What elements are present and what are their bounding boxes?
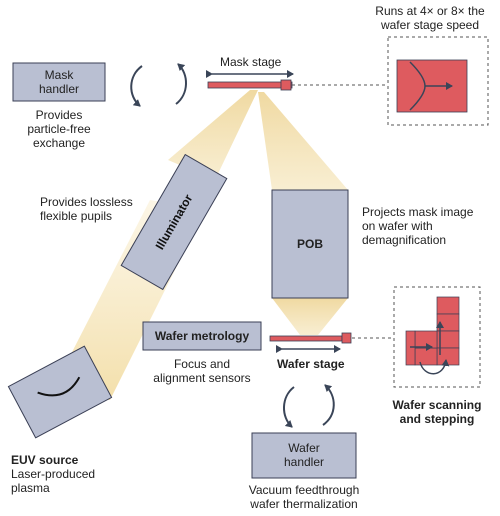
beam-mask-to-pob	[258, 92, 348, 190]
wafer-handler-box	[251, 432, 357, 479]
wafer-stage-bar	[269, 335, 343, 342]
euv-source-caption: EUV source Laser-produced plasma	[11, 453, 95, 495]
pob-caption: Projects mask image on wafer with demagn…	[362, 205, 473, 247]
mask-handler-caption-line1: Provides	[35, 108, 83, 122]
wafer-handler-caption-line1: Vacuum feedthrough	[248, 483, 360, 497]
mask-stage-label: Mask stage	[220, 55, 282, 69]
mask-stage-handle	[280, 79, 292, 91]
mask-handler-caption: Provides particle-free exchange	[13, 108, 105, 150]
wafer-metrology-caption-line2: alignment sensors	[153, 371, 251, 385]
beam-pob-to-wafer	[272, 298, 348, 335]
mask-handler-caption-line3: exchange	[32, 136, 86, 150]
pob-caption-line1: Projects mask image	[362, 205, 474, 219]
mask-handler-label-line2: handler	[38, 82, 80, 96]
mask-handler-label: Mask handler	[13, 68, 105, 96]
wafer-handler-label-line1: Wafer	[288, 441, 320, 455]
wafer-stage-label: Wafer stage	[277, 357, 345, 371]
mask-handler-box	[12, 62, 106, 102]
euv-source	[7, 345, 113, 439]
wafer-die-grid	[405, 296, 460, 366]
wafer-metrology-box	[142, 321, 262, 351]
stage-speed-caption-line2: wafer stage speed	[380, 18, 480, 32]
collector-mirror	[37, 376, 81, 397]
wafer-scanning-label-line2: and stepping	[399, 412, 475, 426]
wafer-handler-caption-line2: wafer thermalization	[250, 497, 358, 511]
illuminator-caption-line1: Provides lossless	[40, 195, 133, 209]
wafer-metrology-label: Wafer metrology	[154, 329, 250, 343]
wafer-scanning-inset	[393, 286, 481, 388]
wafer-metrology-caption: Focus and alignment sensors	[143, 357, 261, 385]
scan-direction-icon	[409, 61, 453, 111]
mask-handler-caption-line2: particle-free	[27, 122, 91, 136]
mask-handler-label-line1: Mask	[44, 68, 74, 82]
mask-stage-bar	[207, 81, 293, 89]
stage-speed-inset	[387, 36, 489, 126]
stage-speed-caption: Runs at 4× or 8× the wafer stage speed	[360, 4, 500, 32]
illuminator-caption: Provides lossless flexible pupils	[40, 195, 133, 223]
pob-label: POB	[296, 237, 323, 251]
wafer-scanning-label: Wafer scanning and stepping	[380, 398, 494, 426]
wafer-handler-label: Wafer handler	[252, 441, 356, 469]
euv-source-caption-line2: plasma	[11, 481, 50, 495]
illuminator: Illuminator	[120, 153, 228, 291]
euv-source-box	[7, 345, 113, 439]
wafer-stage-handle	[341, 332, 352, 344]
pob-box	[271, 189, 349, 299]
mask-handler-rotate-icon	[130, 63, 187, 107]
wafer-metrology-caption-line1: Focus and	[173, 357, 231, 371]
wafer-handler-caption: Vacuum feedthrough wafer thermalization	[232, 483, 376, 511]
wafer-handler-label-line2: handler	[283, 455, 325, 469]
wafer-scanning-label-line1: Wafer scanning	[392, 398, 482, 412]
wafer-handler-rotate-icon	[283, 384, 335, 428]
step-path-icon	[410, 321, 450, 375]
pob-caption-line2: on wafer with	[362, 219, 433, 233]
stage-speed-caption-line1: Runs at 4× or 8× the	[375, 4, 485, 18]
pob-caption-line3: demagnification	[362, 233, 447, 247]
euv-source-title: EUV source	[11, 453, 79, 467]
illuminator-box	[120, 153, 228, 291]
euv-source-caption-line1: Laser-produced	[11, 467, 96, 481]
illuminator-caption-line2: flexible pupils	[40, 209, 113, 223]
